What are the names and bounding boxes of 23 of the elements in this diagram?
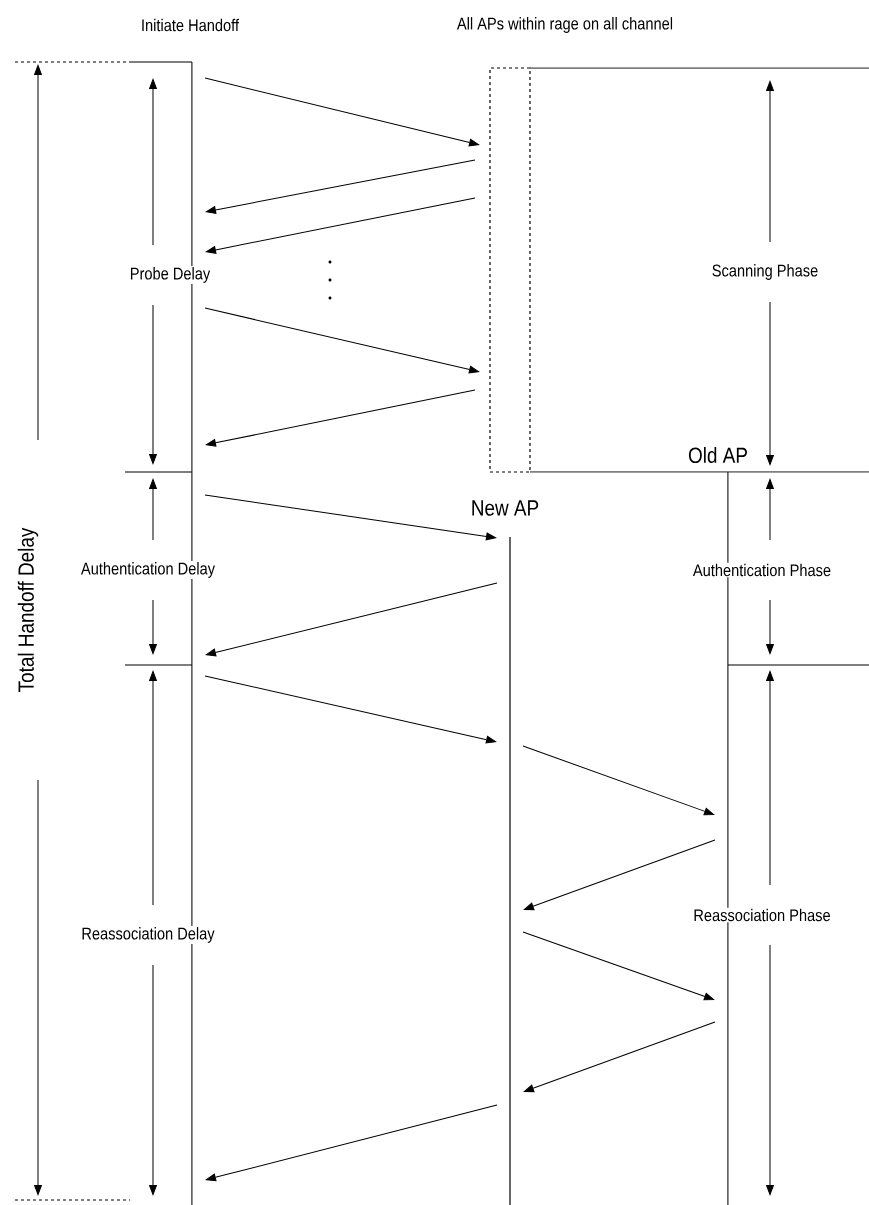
arrow — [523, 839, 716, 911]
dimension-label: Reassociation Delay — [82, 927, 215, 943]
arrow — [522, 745, 715, 816]
arrow — [522, 931, 715, 1001]
arrow — [204, 675, 497, 744]
arrow — [205, 582, 498, 657]
arrow — [204, 77, 480, 147]
dimension-label: Scanning Phase — [712, 264, 818, 280]
node-label: All APs within rage on all channel — [456, 17, 673, 33]
arrow — [205, 389, 476, 447]
access-points-box: All APs within rage on all channel — [456, 17, 673, 473]
arrow — [205, 1104, 498, 1182]
dimension-label: Authentication Delay — [81, 562, 215, 578]
dimension-label: Total Handoff Delay — [17, 527, 39, 692]
lifeline: New AP — [472, 500, 539, 1205]
arrow — [205, 197, 476, 254]
dimension-label: Probe Delay — [130, 267, 211, 283]
dimension-label: Authentication Phase — [692, 563, 831, 577]
dimension-label: Reassociation Phase — [694, 908, 830, 922]
arrow — [204, 307, 480, 374]
arrow — [523, 1021, 716, 1093]
arrow — [204, 494, 497, 541]
arrow — [205, 159, 476, 214]
